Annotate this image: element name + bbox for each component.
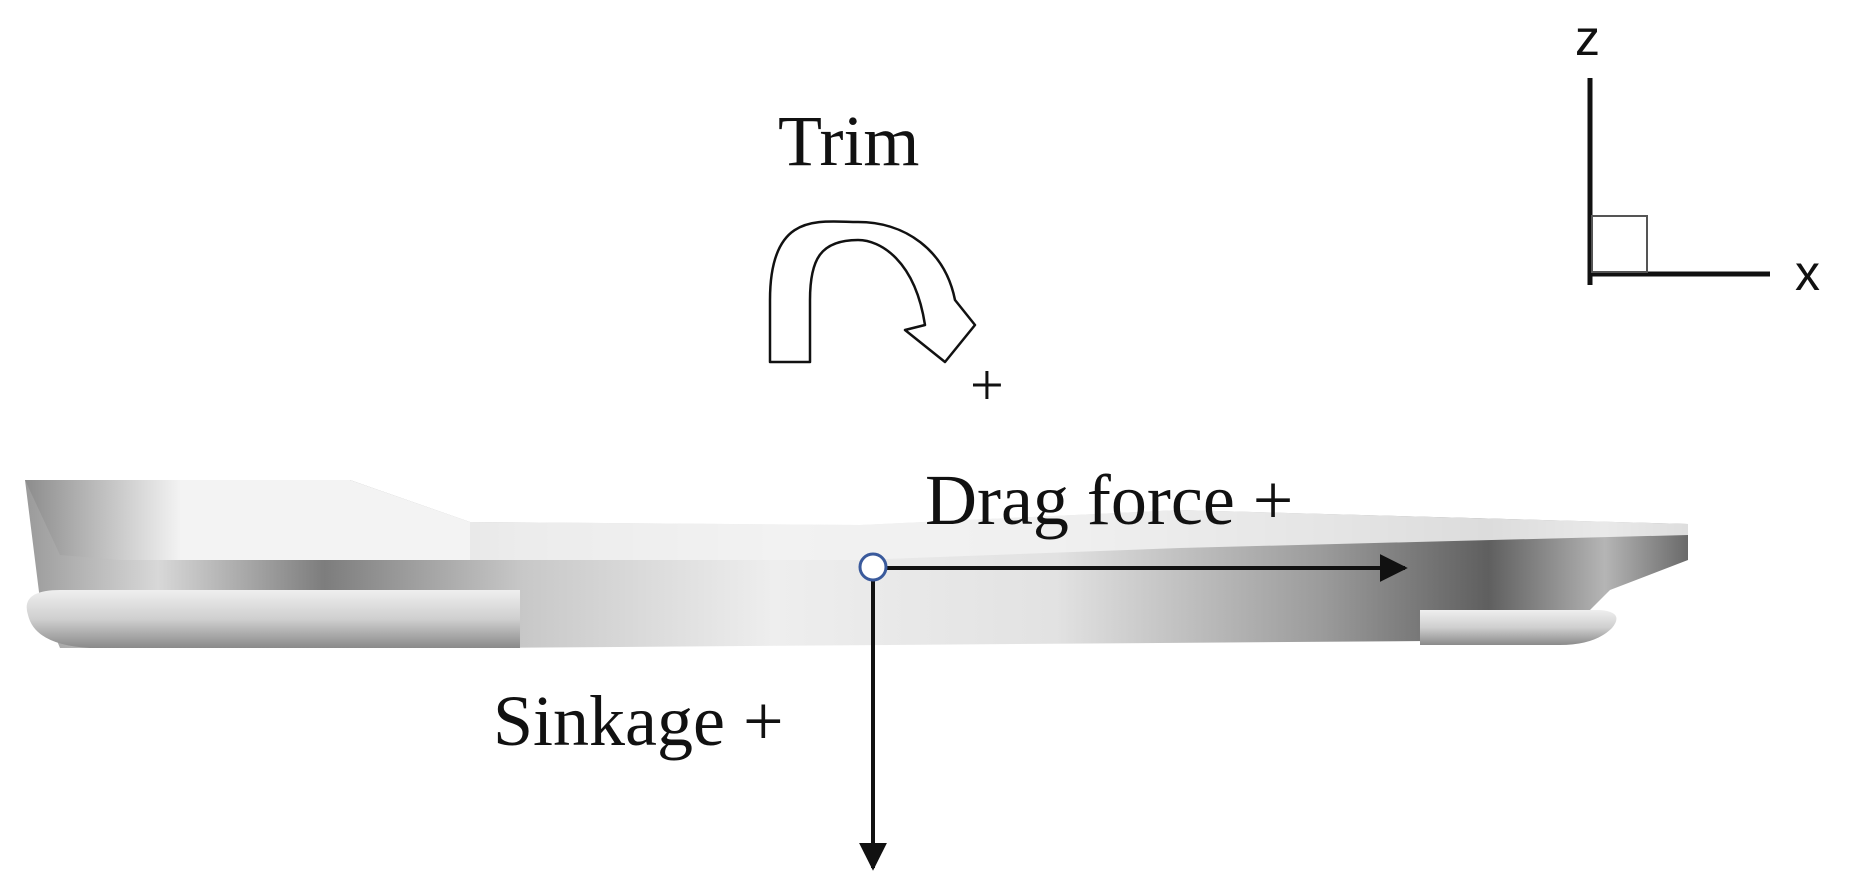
reference-point-circle — [858, 552, 888, 582]
hull-deck-band — [470, 510, 1688, 560]
curved-rotation-arrow-icon — [768, 220, 977, 364]
trim-plus-sign: + — [970, 352, 1004, 418]
drag-force-label: Drag force + — [925, 460, 1293, 540]
coordinate-axes-icon — [1587, 78, 1770, 285]
trim-label: Trim — [778, 101, 919, 181]
ship-hull — [25, 480, 1688, 648]
right-angle-marker — [1591, 215, 1648, 273]
x-axis-label: x — [1795, 245, 1820, 301]
sinkage-label: Sinkage + — [493, 681, 784, 761]
hull-bulb — [26, 590, 521, 648]
hull-stern-bulb — [1420, 610, 1617, 645]
hull-bow-deck — [25, 480, 470, 560]
z-axis-label: z — [1575, 10, 1600, 66]
